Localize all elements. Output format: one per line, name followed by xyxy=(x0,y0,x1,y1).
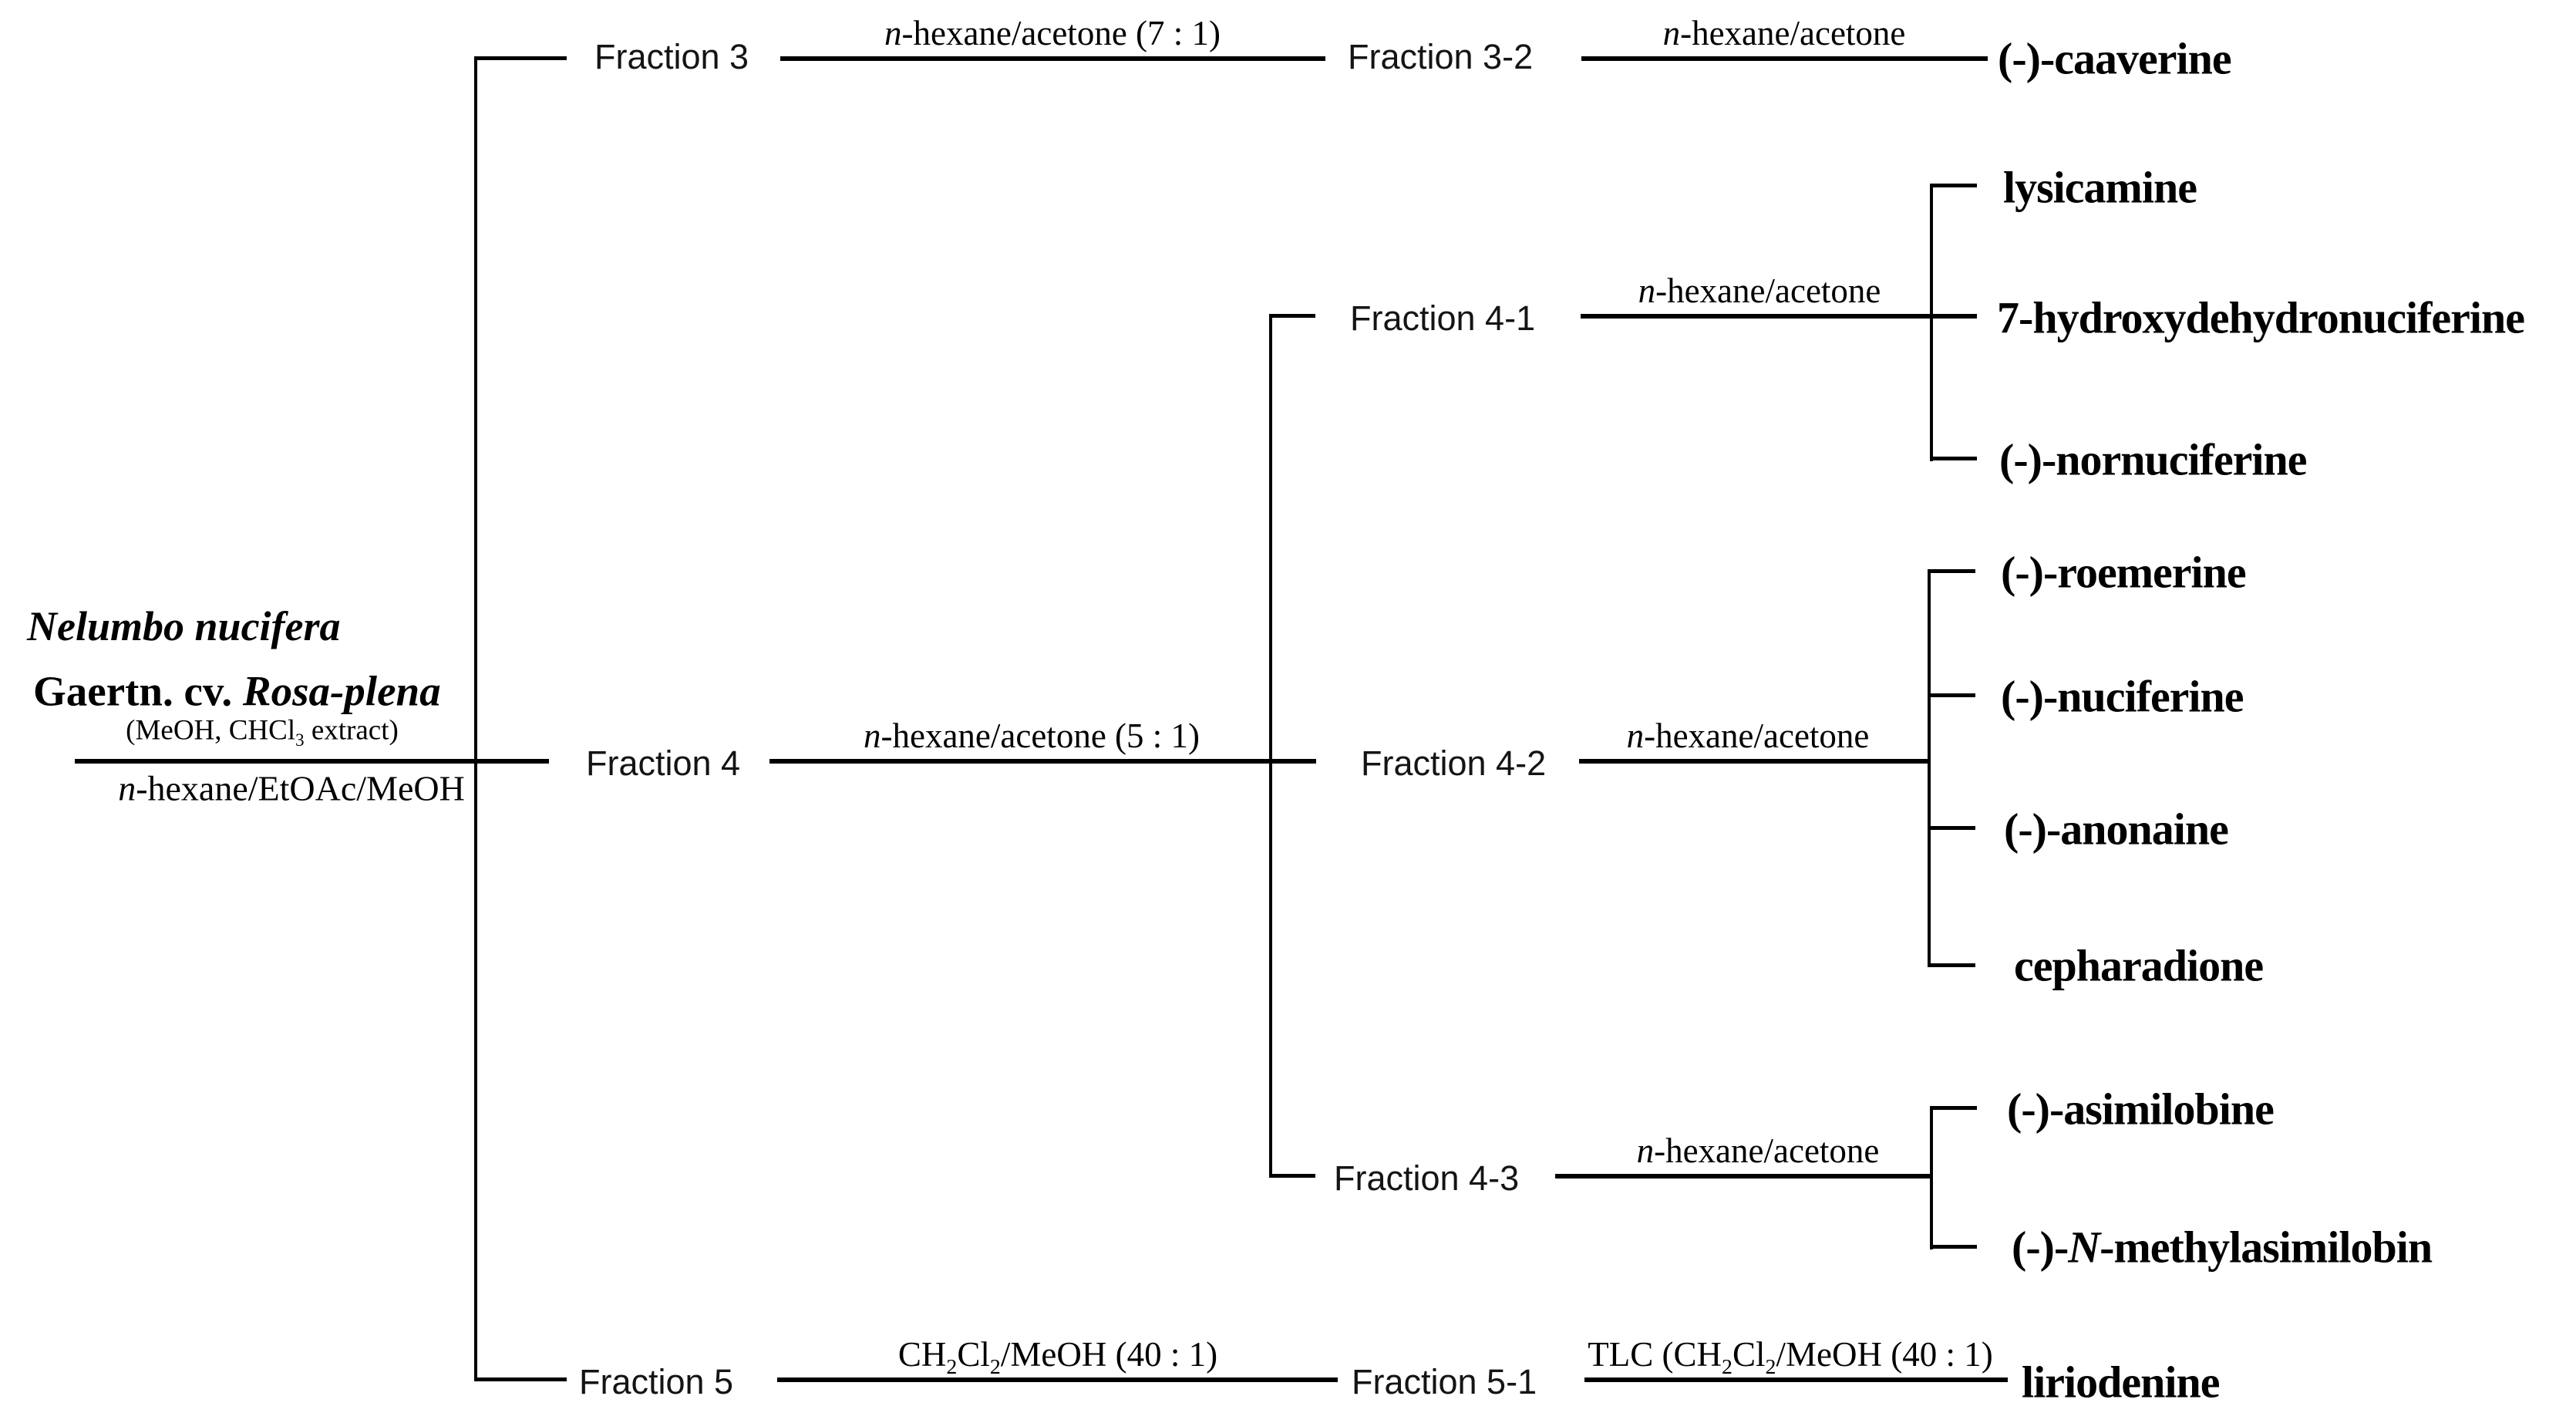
fraction-4-3-label: Fraction 4-3 xyxy=(1334,1158,1520,1198)
fraction-4-3-separation-line xyxy=(1555,1174,1931,1179)
fraction-4-1-separation-line xyxy=(1581,314,1931,319)
fraction-4-1-bracket-line xyxy=(1930,184,1933,461)
compound-n-methylasimilobin: (-)-N-methylasimilobin xyxy=(2012,1222,2433,1273)
fraction-4-2-bracket-tick-1 xyxy=(1928,569,1975,573)
compound-asimilobine: (-)-asimilobine xyxy=(2007,1084,2275,1135)
compound-roemerine: (-)-roemerine xyxy=(2001,547,2247,598)
fraction-5-1-label: Fraction 5-1 xyxy=(1352,1362,1537,1401)
fraction-4-2-solvent-label: n-hexane/acetone xyxy=(1626,717,1870,755)
fraction-4-3-bracket-tick-1 xyxy=(1930,1106,1977,1110)
compound-liriodenine: liriodenine xyxy=(2022,1357,2220,1408)
fraction-4-2-bracket-line xyxy=(1928,569,1931,967)
source-name-line2: Gaertn. cv. Rosa-plena xyxy=(33,667,441,715)
fraction-5-branch-tick xyxy=(474,1377,567,1381)
fraction-4-1-bracket-tick-2 xyxy=(1930,314,1977,319)
root-column-solvent-label: n-hexane/EtOAc/MeOH xyxy=(118,768,465,808)
fraction-4-1-solvent-label: n-hexane/acetone xyxy=(1638,271,1881,310)
source-extract-note: (MeOH, CHCl3 extract) xyxy=(126,714,399,750)
fraction-3-solvent-label: n-hexane/acetone (7 : 1) xyxy=(884,14,1221,52)
fraction-4-2-separation-line xyxy=(1579,759,1930,764)
fraction-4-1-bracket-tick-1 xyxy=(1930,184,1977,187)
fraction-5-label: Fraction 5 xyxy=(579,1362,734,1401)
fraction-4-3-branch-tick xyxy=(1269,1174,1315,1178)
fraction-5-1-separation-line xyxy=(1584,1377,2008,1382)
compound-anonaine: (-)-anonaine xyxy=(2004,804,2229,855)
compound-cepharadione: cepharadione xyxy=(2014,940,2264,991)
compound-lysicamine: lysicamine xyxy=(2003,162,2197,213)
fraction-4-2-bracket-tick-2 xyxy=(1928,693,1975,697)
fraction-4-subtrunk-line xyxy=(1269,314,1272,1178)
root-separation-line xyxy=(75,759,549,764)
compound-nornuciferine: (-)-nornuciferine xyxy=(1999,434,2308,485)
fraction-4-3-bracket-line xyxy=(1930,1106,1933,1249)
fraction-4-3-solvent-label: n-hexane/acetone xyxy=(1636,1131,1880,1170)
fraction-3-label: Fraction 3 xyxy=(594,37,749,76)
fraction-4-1-bracket-tick-3 xyxy=(1930,457,1977,460)
fraction-5-solvent-label: CH2Cl2/MeOH (40 : 1) xyxy=(897,1335,1218,1379)
main-trunk-line xyxy=(474,56,477,1381)
compound-7-hydroxydehydronuciferine: 7-hydroxydehydronuciferine xyxy=(1997,292,2525,343)
fraction-3-separation-line xyxy=(780,56,1325,61)
fraction-4-2-bracket-tick-4 xyxy=(1928,963,1975,967)
fraction-3-2-separation-line xyxy=(1581,56,1988,61)
fraction-4-2-bracket-tick-3 xyxy=(1928,826,1975,830)
fraction-3-2-solvent-label: n-hexane/acetone xyxy=(1662,14,1906,52)
compound-caaverine: (-)-caaverine xyxy=(1998,33,2232,84)
fraction-4-2-label: Fraction 4-2 xyxy=(1361,744,1547,783)
fraction-5-separation-line xyxy=(777,1377,1338,1382)
compound-nuciferine: (-)-nuciferine xyxy=(2001,671,2244,722)
fraction-4-1-branch-tick xyxy=(1269,314,1315,318)
source-name-line1: Nelumbo nucifera xyxy=(27,603,341,649)
fraction-4-3-bracket-tick-2 xyxy=(1930,1245,1977,1249)
fraction-4-label: Fraction 4 xyxy=(586,744,741,783)
fraction-4-separation-line xyxy=(769,759,1316,764)
fraction-3-branch-tick xyxy=(474,56,567,60)
fraction-4-1-label: Fraction 4-1 xyxy=(1350,298,1536,338)
fraction-4-solvent-label: n-hexane/acetone (5 : 1) xyxy=(863,717,1200,755)
fraction-5-1-solvent-label: TLC (CH2Cl2/MeOH (40 : 1) xyxy=(1588,1335,1993,1379)
fraction-3-2-label: Fraction 3-2 xyxy=(1348,37,1534,76)
